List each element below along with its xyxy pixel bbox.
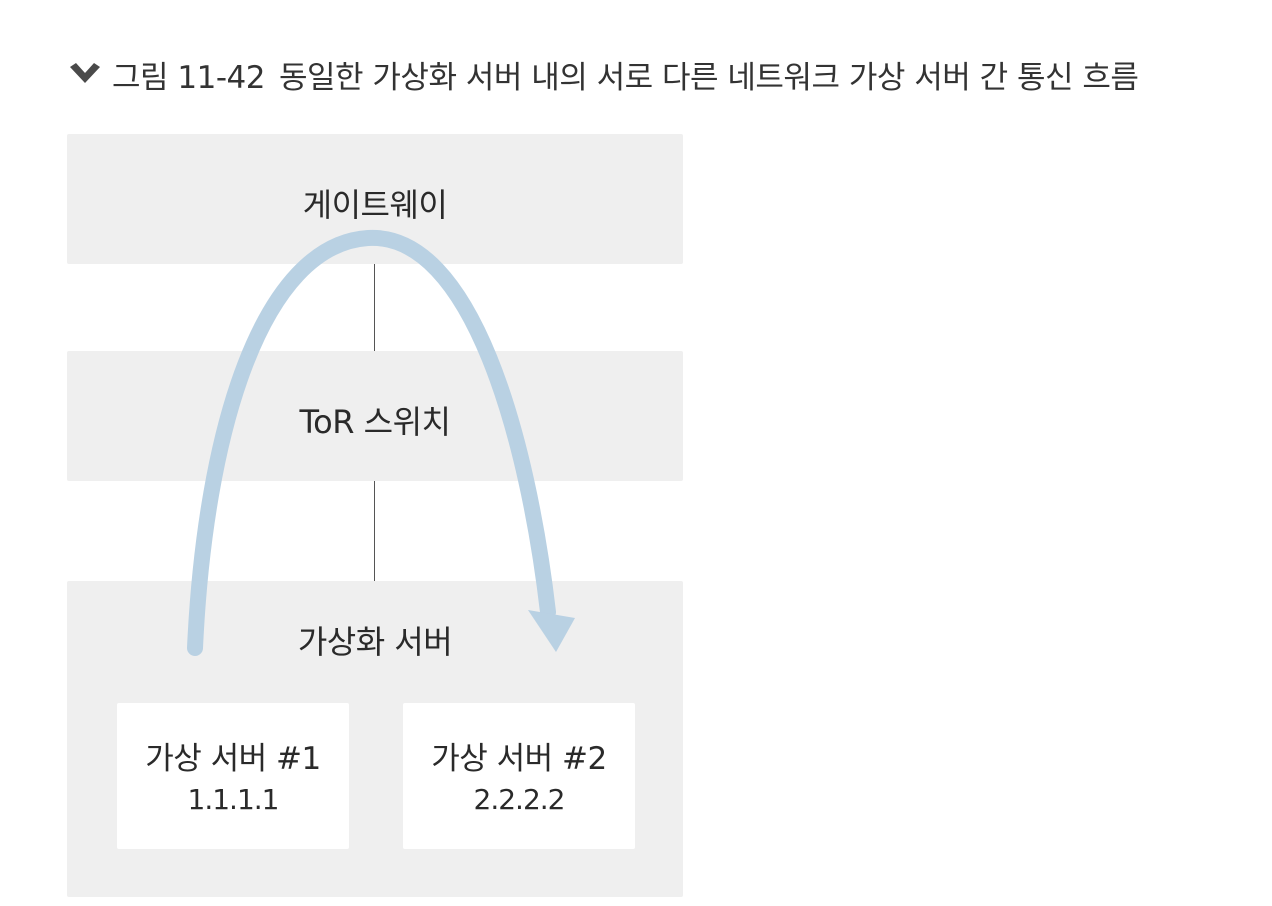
virtual-server-2-box: 가상 서버 #2 2.2.2.2 (403, 703, 635, 849)
virtual-server-2-name: 가상 서버 #2 (431, 741, 607, 777)
gateway-to-tor-link (374, 264, 375, 351)
virtual-server-1-name: 가상 서버 #1 (145, 741, 321, 777)
virtual-server-2-ip: 2.2.2.2 (473, 783, 566, 816)
chevron-down-icon (70, 63, 100, 83)
figure-title: 동일한 가상화 서버 내의 서로 다른 네트워크 가상 서버 간 통신 흐름 (278, 59, 1139, 96)
tor-switch-label: ToR 스위치 (299, 403, 451, 441)
gateway-box: 게이트웨이 (67, 134, 683, 264)
virtualization-server-label: 가상화 서버 (297, 623, 453, 661)
tor-switch-box: ToR 스위치 (67, 351, 683, 481)
gateway-label: 게이트웨이 (302, 186, 448, 224)
figure-number: 그림 11-42 (112, 59, 265, 96)
tor-to-server-link (374, 481, 375, 581)
virtual-server-1-ip: 1.1.1.1 (187, 783, 280, 816)
figure-caption: 그림 11-42 동일한 가상화 서버 내의 서로 다른 네트워크 가상 서버 … (68, 44, 1139, 104)
virtual-server-1-box: 가상 서버 #1 1.1.1.1 (117, 703, 349, 849)
virtualization-server-box: 가상화 서버 가상 서버 #1 1.1.1.1 가상 서버 #2 2.2.2.2 (67, 581, 683, 897)
